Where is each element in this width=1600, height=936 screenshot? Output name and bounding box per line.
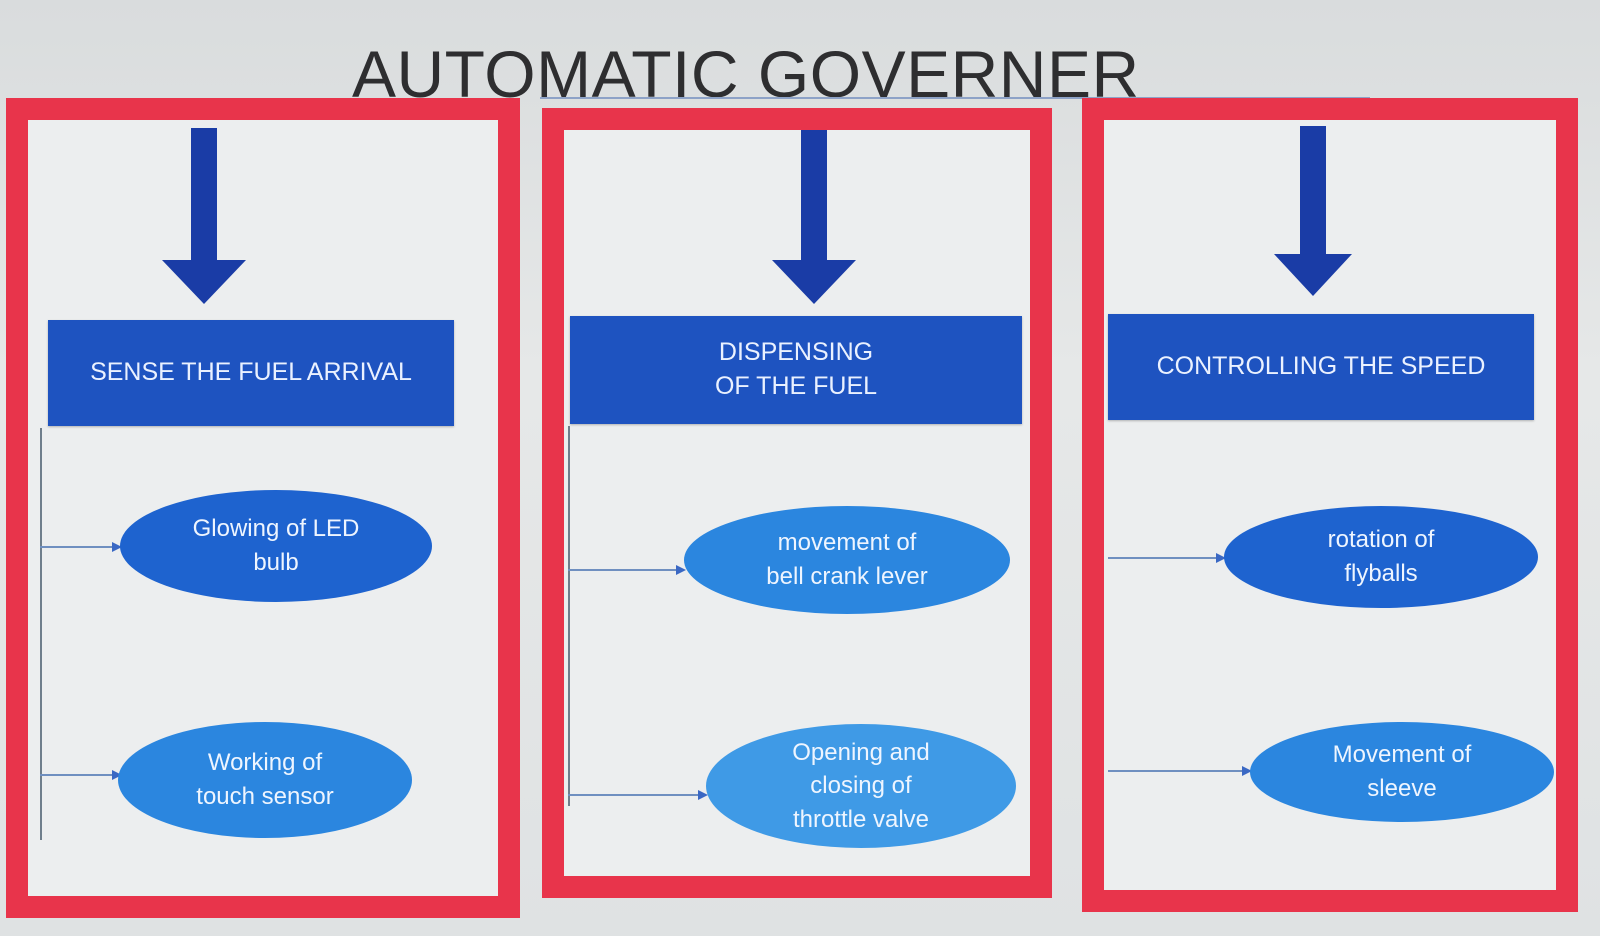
down-arrow-icon bbox=[1274, 126, 1352, 296]
title-underline bbox=[540, 97, 1370, 99]
down-arrow-icon bbox=[162, 128, 246, 304]
node-rotation-of-flyballs: rotation of flyballs bbox=[1224, 506, 1538, 608]
connector-arrow-icon bbox=[40, 542, 122, 552]
connector-arrow-icon bbox=[40, 770, 122, 780]
node-throttle-valve: Opening and closing of throttle valve bbox=[706, 724, 1016, 848]
header-dispensing-of-fuel: DISPENSING OF THE FUEL bbox=[570, 316, 1022, 424]
node-bell-crank-lever: movement of bell crank lever bbox=[684, 506, 1010, 614]
down-arrow-icon bbox=[772, 130, 856, 304]
connector-arrow-icon bbox=[568, 565, 686, 575]
header-controlling-the-speed: CONTROLLING THE SPEED bbox=[1108, 314, 1534, 420]
connector-trunk bbox=[40, 428, 42, 840]
connector-arrow-icon bbox=[568, 790, 708, 800]
connector-arrow-icon bbox=[1108, 553, 1226, 563]
node-movement-of-sleeve: Movement of sleeve bbox=[1250, 722, 1554, 822]
header-sense-fuel-arrival: SENSE THE FUEL ARRIVAL bbox=[48, 320, 454, 426]
node-glowing-led-bulb: Glowing of LED bulb bbox=[120, 490, 432, 602]
connector-arrow-icon bbox=[1108, 766, 1252, 776]
node-working-touch-sensor: Working of touch sensor bbox=[118, 722, 412, 838]
connector-trunk bbox=[568, 426, 570, 806]
